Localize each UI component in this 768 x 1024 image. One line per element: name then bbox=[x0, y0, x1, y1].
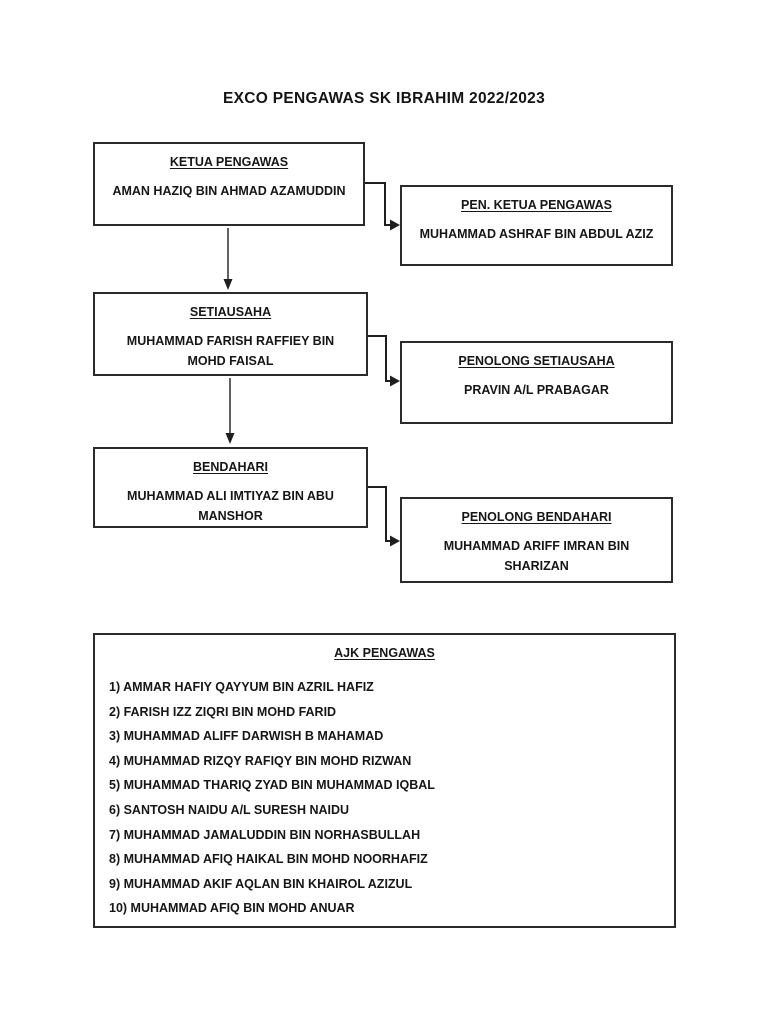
member-name: MUHAMMAD ASHRAF BIN ABDUL AZIZ bbox=[419, 227, 654, 241]
page-title: EXCO PENGAWAS SK IBRAHIM 2022/2023 bbox=[222, 90, 546, 107]
ajk-member: 5) MUHAMMAD THARIQ ZYAD BIN MUHAMMAD IQB… bbox=[109, 778, 435, 793]
ajk-pengawas-box: AJK PENGAWAS 1) AMMAR HAFIY QAYYUM BIN A… bbox=[93, 633, 676, 928]
connector-ketua-to-pen-ketua bbox=[365, 182, 400, 231]
ajk-member: 2) FARISH IZZ ZIQRI BIN MOHD FARID bbox=[109, 704, 337, 719]
org-box-pen-ketua-pengawas: PEN. KETUA PENGAWAS MUHAMMAD ASHRAF BIN … bbox=[400, 185, 673, 266]
org-box-ketua-pengawas: KETUA PENGAWAS AMAN HAZIQ BIN AHMAD AZAM… bbox=[93, 142, 365, 226]
org-box-penolong-bendahari: PENOLONG BENDAHARI MUHAMMAD ARIFF IMRAN … bbox=[400, 497, 673, 583]
connector-bendahari-to-penolong-bendahari bbox=[368, 486, 400, 547]
ajk-member: 10) MUHAMMAD AFIQ BIN MOHD ANUAR bbox=[109, 901, 355, 916]
role-title: KETUA PENGAWAS bbox=[169, 155, 289, 169]
role-title: BENDAHARI bbox=[193, 460, 268, 474]
ajk-member-list: 1) AMMAR HAFIY QAYYUM BIN AZRIL HAFIZ 2)… bbox=[95, 675, 674, 921]
ajk-member: 6) SANTOSH NAIDU A/L SURESH NAIDU bbox=[109, 802, 350, 817]
connector-setiausaha-to-bendahari bbox=[225, 378, 235, 444]
connector-ketua-to-setiausaha bbox=[223, 228, 233, 290]
role-title: PEN. KETUA PENGAWAS bbox=[461, 198, 612, 212]
ajk-member: 1) AMMAR HAFIY QAYYUM BIN AZRIL HAFIZ bbox=[109, 680, 374, 694]
ajk-heading: AJK PENGAWAS bbox=[334, 646, 435, 660]
role-title: PENOLONG SETIAUSAHA bbox=[458, 354, 615, 368]
ajk-member: 9) MUHAMMAD AKIF AQLAN BIN KHAIROL AZIZU… bbox=[109, 876, 413, 891]
org-box-penolong-setiausaha: PENOLONG SETIAUSAHA PRAVIN A/L PRABAGAR bbox=[400, 341, 673, 424]
member-name: AMAN HAZIQ BIN AHMAD AZAMUDDIN bbox=[112, 184, 346, 198]
org-box-bendahari: BENDAHARI MUHAMMAD ALI IMTIYAZ BIN ABU M… bbox=[93, 447, 368, 528]
role-title: PENOLONG BENDAHARI bbox=[461, 510, 612, 524]
member-name: MUHAMMAD ALI IMTIYAZ BIN ABU MANSHOR bbox=[127, 489, 334, 523]
ajk-member: 4) MUHAMMAD RIZQY RAFIQY BIN MOHD RIZWAN bbox=[109, 753, 412, 768]
ajk-member: 8) MUHAMMAD AFIQ HAIKAL BIN MOHD NOORHAF… bbox=[109, 852, 428, 867]
role-title: SETIAUSAHA bbox=[189, 305, 272, 319]
ajk-member: 7) MUHAMMAD JAMALUDDIN BIN NORHASBULLAH bbox=[109, 827, 421, 842]
member-name: PRAVIN A/L PRABAGAR bbox=[464, 383, 609, 397]
ajk-member: 3) MUHAMMAD ALIFF DARWISH B MAHAMAD bbox=[109, 729, 384, 744]
member-name: MUHAMMAD FARISH RAFFIEY BIN MOHD FAISAL bbox=[126, 334, 335, 368]
connector-setiausaha-to-penolong-setiausaha bbox=[368, 335, 400, 387]
member-name: MUHAMMAD ARIFF IMRAN BIN SHARIZAN bbox=[443, 539, 630, 573]
org-box-setiausaha: SETIAUSAHA MUHAMMAD FARISH RAFFIEY BIN M… bbox=[93, 292, 368, 376]
